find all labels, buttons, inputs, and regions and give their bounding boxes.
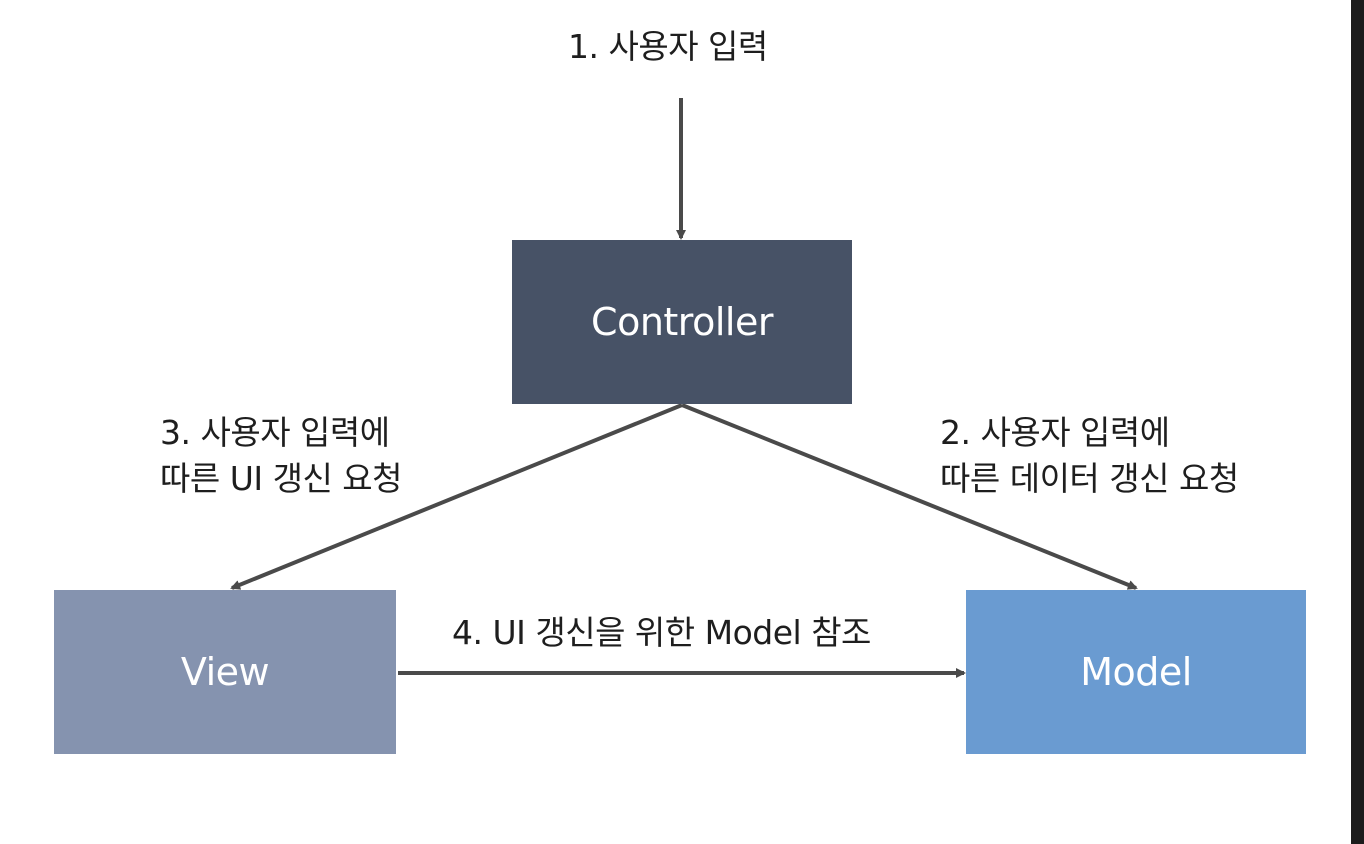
step4-line1: 4. UI 갱신을 위한 Model 참조 [452, 613, 871, 652]
step1-line1: 1. 사용자 입력 [568, 27, 768, 66]
step2-label: 2. 사용자 입력에 따른 데이터 갱신 요청 [940, 410, 1239, 502]
arrow-controller-to-model [681, 403, 1138, 590]
window-edge [1351, 0, 1364, 844]
step2-line1: 2. 사용자 입력에 [940, 413, 1170, 452]
step1-label: 1. 사용자 입력 [568, 24, 768, 70]
step2-line2: 따른 데이터 갱신 요청 [940, 459, 1239, 498]
model-box: Model [966, 590, 1306, 754]
controller-label: Controller [591, 300, 773, 344]
step3-label: 3. 사용자 입력에 따른 UI 갱신 요청 [160, 410, 403, 502]
controller-box: Controller [512, 240, 852, 404]
model-label: Model [1080, 650, 1192, 694]
step4-label: 4. UI 갱신을 위한 Model 참조 [452, 610, 871, 656]
view-label: View [180, 650, 270, 694]
step3-line2: 따른 UI 갱신 요청 [160, 459, 403, 498]
view-box: View [54, 590, 396, 754]
step3-line1: 3. 사용자 입력에 [160, 413, 390, 452]
arrow-controller-to-view [230, 403, 683, 590]
